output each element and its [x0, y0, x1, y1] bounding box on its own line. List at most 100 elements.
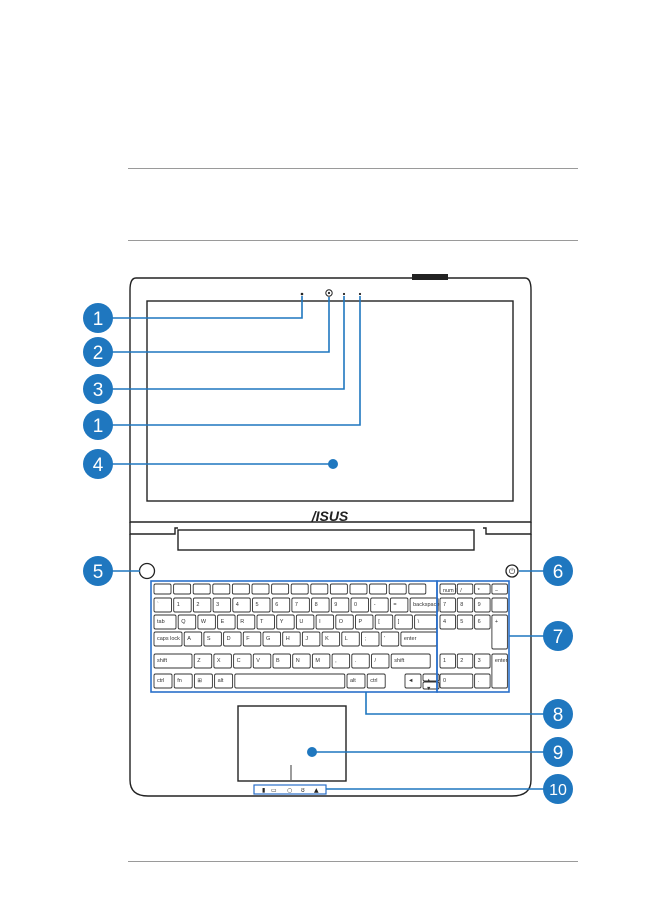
key-home-11[interactable] — [380, 631, 400, 647]
power-button[interactable] — [505, 564, 519, 578]
numpad-r1-1[interactable] — [456, 583, 474, 595]
key-number-4[interactable] — [232, 597, 251, 613]
key-number-10[interactable] — [350, 597, 369, 613]
numpad-r2-2[interactable] — [474, 597, 491, 613]
key-qwerty-4[interactable] — [236, 614, 256, 630]
touchpad[interactable] — [237, 705, 347, 782]
key-qwerty-3[interactable] — [217, 614, 236, 630]
key-bottom-2[interactable] — [193, 673, 213, 689]
key-bottom-6[interactable] — [366, 673, 386, 689]
numpad-r4-0-label: 1 — [443, 658, 446, 664]
key-qwerty-5[interactable] — [256, 614, 275, 630]
key-home-10[interactable] — [361, 631, 380, 647]
numpad-r2-0[interactable] — [439, 597, 456, 613]
numpad-r2-3[interactable] — [491, 597, 508, 613]
key-home-7[interactable] — [301, 631, 321, 647]
numpad-r3-0[interactable] — [439, 614, 456, 630]
fn-key-6[interactable] — [251, 583, 270, 595]
key-number-1[interactable] — [173, 597, 192, 613]
key-qwerty-2[interactable] — [197, 614, 216, 630]
numpad-zero[interactable] — [439, 673, 474, 689]
key-shift-11[interactable] — [390, 653, 431, 669]
key-shift-3[interactable] — [233, 653, 252, 669]
fn-key-5[interactable] — [231, 583, 250, 595]
numpad-r3-1[interactable] — [456, 614, 474, 630]
key-number-0[interactable] — [153, 597, 172, 613]
key-home-4[interactable] — [242, 631, 262, 647]
numpad-r1-2[interactable] — [474, 583, 491, 595]
key-home-0[interactable] — [153, 631, 183, 647]
key-bottom-3[interactable] — [214, 673, 234, 689]
key-number-12[interactable] — [389, 597, 409, 613]
key-number-8[interactable] — [311, 597, 330, 613]
key-number-2-label: 2 — [196, 602, 199, 608]
key-qwerty-6[interactable] — [276, 614, 295, 630]
key-home-8[interactable] — [321, 631, 341, 647]
key-shift-4[interactable] — [252, 653, 272, 669]
key-qwerty-8[interactable] — [315, 614, 335, 630]
key-home-9[interactable] — [341, 631, 360, 647]
key-qwerty-1[interactable] — [177, 614, 197, 630]
key-number-5[interactable] — [252, 597, 271, 613]
key-shift-0[interactable] — [153, 653, 193, 669]
numpad-r1-0[interactable] — [439, 583, 456, 595]
arrow-up-key[interactable] — [422, 673, 440, 682]
numpad-r4-0[interactable] — [439, 653, 456, 669]
key-home-5[interactable] — [262, 631, 281, 647]
numpad-enter[interactable] — [491, 653, 508, 689]
fn-key-14[interactable] — [408, 583, 427, 595]
key-home-3[interactable] — [223, 631, 242, 647]
fn-key-1[interactable] — [153, 583, 172, 595]
fn-key-12[interactable] — [369, 583, 388, 595]
hinge-left — [129, 522, 178, 535]
key-bottom-5[interactable] — [346, 673, 366, 689]
callout-10: 10 — [543, 774, 573, 804]
numpad-r2-1[interactable] — [456, 597, 474, 613]
key-number-2[interactable] — [192, 597, 212, 613]
fn-key-10[interactable] — [329, 583, 348, 595]
key-shift-7[interactable] — [311, 653, 331, 669]
key-number-13[interactable] — [409, 597, 439, 613]
key-qwerty-12[interactable] — [394, 614, 413, 630]
numpad-r1-3[interactable] — [491, 583, 508, 595]
key-shift-10[interactable] — [371, 653, 390, 669]
key-bottom-4[interactable] — [234, 673, 346, 689]
key-shift-6[interactable] — [292, 653, 311, 669]
fn-key-7[interactable] — [271, 583, 290, 595]
key-qwerty-7[interactable] — [295, 614, 315, 630]
fn-key-9[interactable] — [310, 583, 329, 595]
arrow-down-key[interactable] — [422, 681, 440, 690]
key-number-7[interactable] — [291, 597, 310, 613]
key-number-11[interactable] — [370, 597, 389, 613]
arrow-left-key[interactable] — [404, 673, 422, 689]
key-home-2[interactable] — [203, 631, 222, 647]
key-number-9[interactable] — [330, 597, 350, 613]
numpad-r3-0-label: 4 — [443, 619, 446, 625]
key-qwerty-9[interactable] — [335, 614, 354, 630]
key-shift-8[interactable] — [331, 653, 351, 669]
key-qwerty-10[interactable] — [355, 614, 374, 630]
key-shift-9[interactable] — [351, 653, 370, 669]
key-bottom-0[interactable] — [153, 673, 173, 689]
numpad-r3-2[interactable] — [474, 614, 491, 630]
numpad-dot[interactable] — [474, 673, 491, 689]
fn-key-3[interactable] — [192, 583, 211, 595]
key-home-6[interactable] — [282, 631, 301, 647]
key-number-3[interactable] — [212, 597, 232, 613]
fn-key-8[interactable] — [290, 583, 309, 595]
fn-key-2[interactable] — [173, 583, 192, 595]
key-bottom-1[interactable] — [173, 673, 193, 689]
numpad-r4-2[interactable] — [474, 653, 491, 669]
fn-key-11[interactable] — [349, 583, 368, 595]
key-number-6[interactable] — [271, 597, 291, 613]
key-qwerty-0[interactable] — [153, 614, 177, 630]
key-shift-1[interactable] — [193, 653, 213, 669]
numpad-r4-1[interactable] — [456, 653, 474, 669]
numpad-plus[interactable] — [491, 614, 508, 650]
key-qwerty-11[interactable] — [374, 614, 394, 630]
key-home-1[interactable] — [183, 631, 203, 647]
fn-key-13[interactable] — [388, 583, 407, 595]
fn-key-4[interactable] — [212, 583, 231, 595]
key-shift-2[interactable] — [213, 653, 232, 669]
key-shift-5[interactable] — [272, 653, 291, 669]
